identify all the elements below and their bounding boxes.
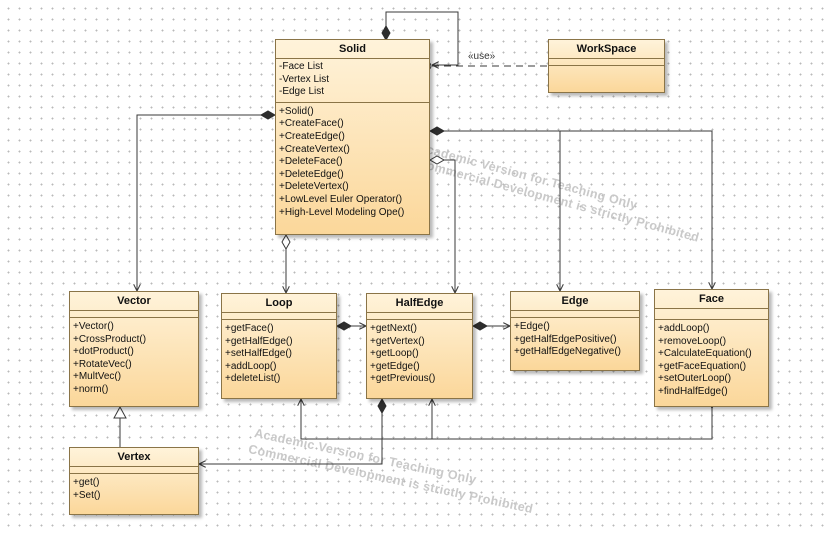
operation: +getEdge(): [370, 360, 420, 372]
operation: +Edge(): [514, 321, 550, 332]
operation: +MultVec(): [73, 371, 122, 383]
class-name-edge: Edge: [511, 292, 639, 311]
class-solid[interactable]: Solid -Face List -Vertex List -Edge List…: [275, 39, 430, 235]
class-name-vector: Vector: [70, 292, 198, 311]
operation: +getLoop(): [370, 348, 419, 360]
attribute: -Edge List: [279, 86, 325, 98]
operation: +CrossProduct(): [73, 333, 147, 345]
composition-diamond-solid-self: [381, 24, 391, 42]
composition-diamond-halfedge-vertex: [377, 397, 387, 415]
use-stereotype-label: «use»: [468, 51, 496, 62]
operations-solid: +Solid() +CreateFace() +CreateEdge() +Cr…: [276, 103, 429, 221]
class-name-workspace: WorkSpace: [549, 40, 664, 59]
operation: +setHalfEdge(): [225, 348, 292, 360]
operation: +getFace(): [225, 323, 274, 334]
operation: +LowLevel Euler Operator(): [279, 193, 403, 205]
class-name-halfedge: HalfEdge: [367, 294, 472, 313]
operation: +CreateEdge(): [279, 130, 345, 142]
operation: +Set(): [73, 489, 101, 501]
class-name-face: Face: [655, 290, 768, 309]
composition-solid-edge-face: [430, 130, 712, 289]
operation: +setOuterLoop(): [658, 373, 732, 385]
operation: +CreateVertex(): [279, 143, 350, 155]
operations-face: +addLoop() +removeLoop() +CalculateEquat…: [655, 320, 768, 401]
class-face[interactable]: Face +addLoop() +removeLoop() +Calculate…: [654, 289, 769, 407]
operation: +removeLoop(): [658, 335, 727, 347]
operation: +getHalfEdgePositive(): [514, 333, 617, 345]
operation: +getHalfEdge(): [225, 335, 293, 347]
operation: +findHalfEdge(): [658, 385, 728, 397]
association-solid-self: [385, 11, 459, 65]
class-loop[interactable]: Loop +getFace() +getHalfEdge() +setHalfE…: [221, 293, 337, 399]
operation: +DeleteEdge(): [279, 168, 344, 180]
operation: +Vector(): [73, 321, 114, 332]
attribute: -Face List: [279, 61, 323, 72]
composition-diamond-solid-vector: [259, 110, 277, 120]
class-name-vertex: Vertex: [70, 448, 198, 467]
aggregation-solid-halfedge: [430, 159, 455, 293]
class-workspace[interactable]: WorkSpace: [548, 39, 665, 93]
operation: +addLoop(): [658, 323, 710, 334]
composition-diamond-solid-edge-face: [428, 126, 446, 136]
operations-vector: +Vector() +CrossProduct() +dotProduct() …: [70, 318, 198, 399]
class-vertex[interactable]: Vertex +get() +Set(): [69, 447, 199, 515]
aggregation-diamond-solid-loop: [281, 233, 291, 251]
operation: +High-Level Modeling Ope(): [279, 206, 405, 218]
operation: +getPrevious(): [370, 373, 436, 385]
operation: +addLoop(): [225, 360, 277, 372]
operation: +CalculateEquation(): [658, 348, 752, 360]
operation: +deleteList(): [225, 373, 281, 385]
class-name-solid: Solid: [276, 40, 429, 59]
operation: +getVertex(): [370, 335, 425, 347]
operation: +dotProduct(): [73, 346, 134, 358]
operation: +DeleteFace(): [279, 156, 343, 168]
generalization-arrowhead: [113, 405, 127, 419]
operations-vertex: +get() +Set(): [70, 474, 198, 504]
operations-workspace: [549, 66, 664, 71]
attributes-solid: -Face List -Vertex List -Edge List: [276, 59, 429, 103]
attributes-edge: [511, 311, 639, 318]
class-name-loop: Loop: [222, 294, 336, 313]
operation: +getHalfEdgeNegative(): [514, 346, 622, 358]
attributes-halfedge: [367, 313, 472, 320]
attributes-workspace: [549, 59, 664, 66]
operations-edge: +Edge() +getHalfEdgePositive() +getHalfE…: [511, 318, 639, 361]
composition-face-loop: [301, 399, 713, 440]
operation: +getNext(): [370, 323, 417, 334]
attributes-vertex: [70, 467, 198, 474]
attributes-loop: [222, 313, 336, 320]
composition-halfedge-vertex: [199, 400, 383, 464]
aggregation-diamond-solid-halfedge: [428, 155, 446, 165]
operation: +getFaceEquation(): [658, 360, 747, 372]
class-vector[interactable]: Vector +Vector() +CrossProduct() +dotPro…: [69, 291, 199, 407]
class-edge[interactable]: Edge +Edge() +getHalfEdgePositive() +get…: [510, 291, 640, 371]
attributes-face: [655, 309, 768, 320]
attribute: -Vertex List: [279, 73, 330, 85]
operations-loop: +getFace() +getHalfEdge() +setHalfEdge()…: [222, 320, 336, 388]
operation: +Solid(): [279, 105, 314, 117]
operations-halfedge: +getNext() +getVertex() +getLoop() +getE…: [367, 320, 472, 388]
composition-diamond-loop-halfedge: [335, 321, 353, 331]
class-halfedge[interactable]: HalfEdge +getNext() +getVertex() +getLoo…: [366, 293, 473, 399]
operation: +norm(): [73, 383, 109, 395]
operation: +RotateVec(): [73, 358, 132, 370]
composition-diamond-halfedge-edge: [471, 321, 489, 331]
attributes-vector: [70, 311, 198, 318]
composition-solid-vector: [137, 114, 275, 291]
operation: +get(): [73, 477, 100, 488]
operation: +DeleteVertex(): [279, 181, 349, 193]
operation: +CreateFace(): [279, 118, 344, 130]
